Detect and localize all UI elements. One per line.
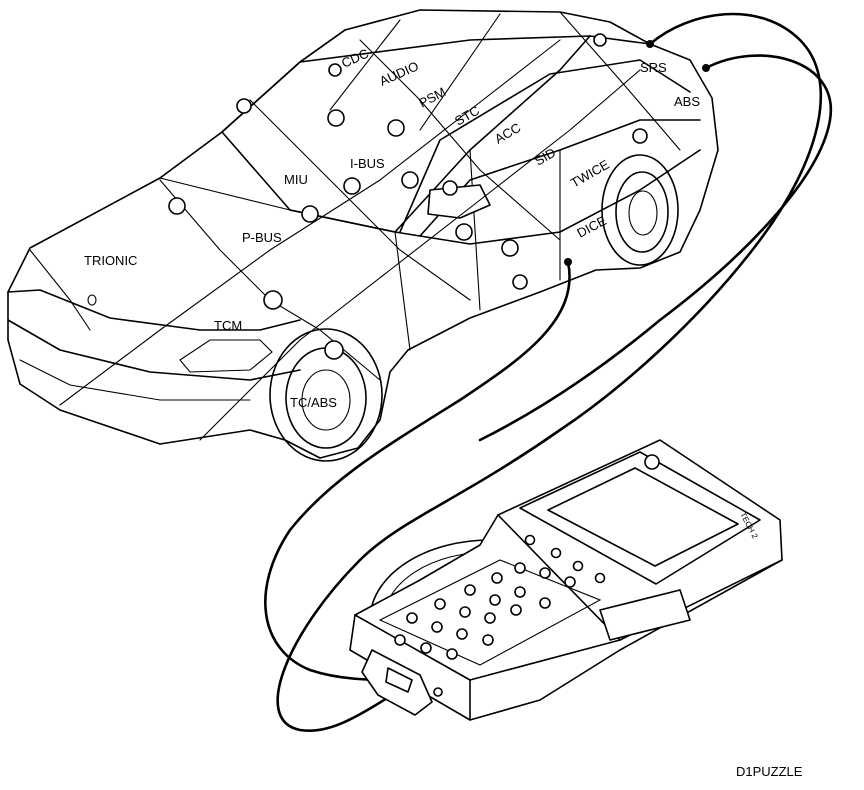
label-acc: ACC — [492, 120, 523, 147]
label-tcabs: TC/ABS — [290, 395, 337, 410]
keypad-buttons — [394, 534, 606, 660]
label-psm: PSM — [416, 84, 448, 110]
tech2-scan-tool: TECH 2 — [349, 439, 783, 721]
module-labels: CDC AUDIO PSM STC ACC SRS ABS I-BUS SID … — [84, 46, 700, 410]
puzzle-knobs — [168, 33, 648, 360]
label-trionic: TRIONIC — [84, 253, 137, 268]
label-miu: MIU — [284, 172, 308, 187]
label-abs: ABS — [674, 94, 700, 109]
label-pbus: P-BUS — [242, 230, 282, 245]
label-dice: DICE — [574, 213, 609, 241]
label-srs: SRS — [640, 60, 667, 75]
label-ibus: I-BUS — [350, 156, 385, 171]
label-cdc: CDC — [339, 46, 371, 71]
car-outline — [7, 9, 719, 459]
label-audio: AUDIO — [377, 58, 421, 88]
label-sid: SID — [532, 145, 558, 169]
label-tcm: TCM — [214, 318, 242, 333]
diagnostic-cables — [264, 12, 833, 733]
rear-wheel — [601, 154, 679, 266]
figure-caption: D1PUZZLE — [736, 764, 803, 779]
